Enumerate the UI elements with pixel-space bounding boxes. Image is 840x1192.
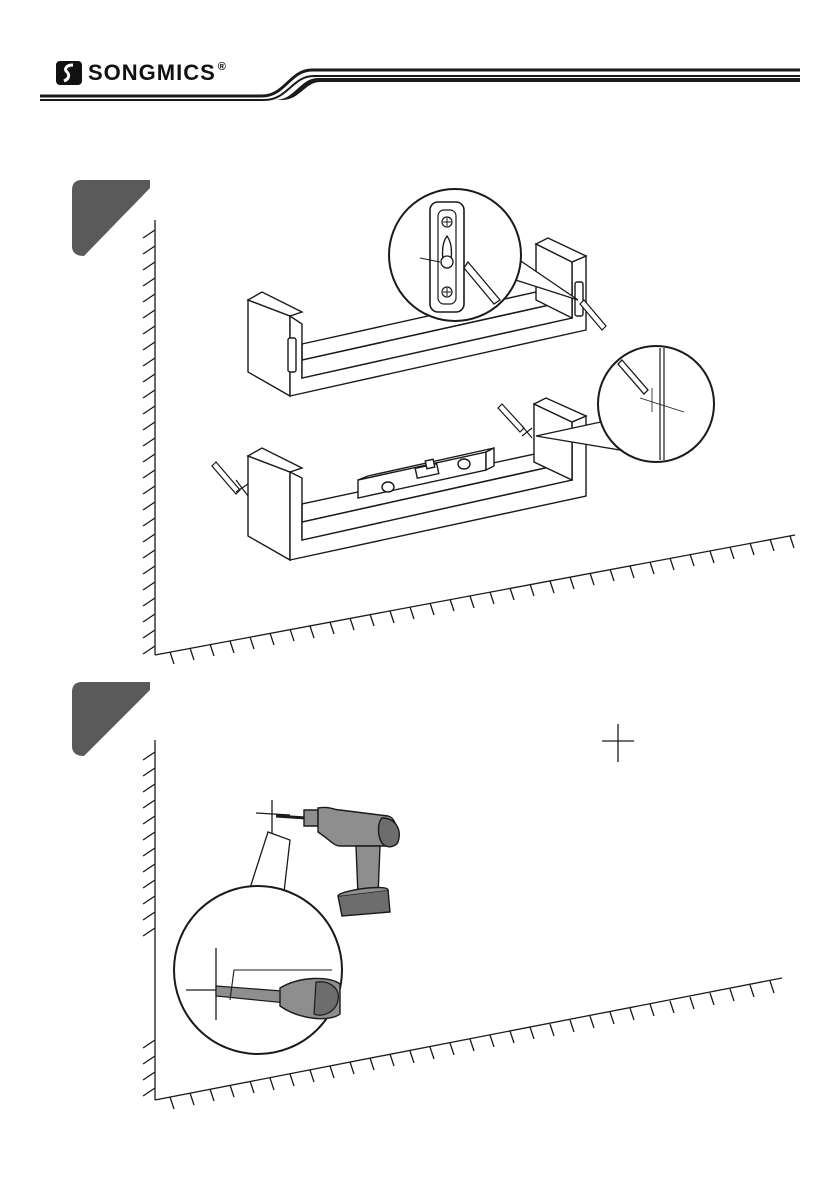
wall-edge-left: [143, 740, 155, 1100]
step-1-panel: [72, 180, 795, 664]
step-2-panel: [72, 682, 782, 1109]
floor-edge-1: [155, 535, 795, 664]
drill-detail-magnifier: [174, 832, 342, 1054]
step-badge-icon: [72, 180, 150, 256]
screw-icon: [442, 217, 452, 227]
step-badge-icon: [72, 682, 150, 756]
cross-mark-icon: [602, 724, 634, 762]
screw-icon: [442, 287, 452, 297]
wall-edge-left: [143, 220, 155, 655]
pencil-icon: [498, 404, 532, 438]
pencil-icon: [212, 462, 248, 496]
header-swoosh: [40, 70, 800, 100]
